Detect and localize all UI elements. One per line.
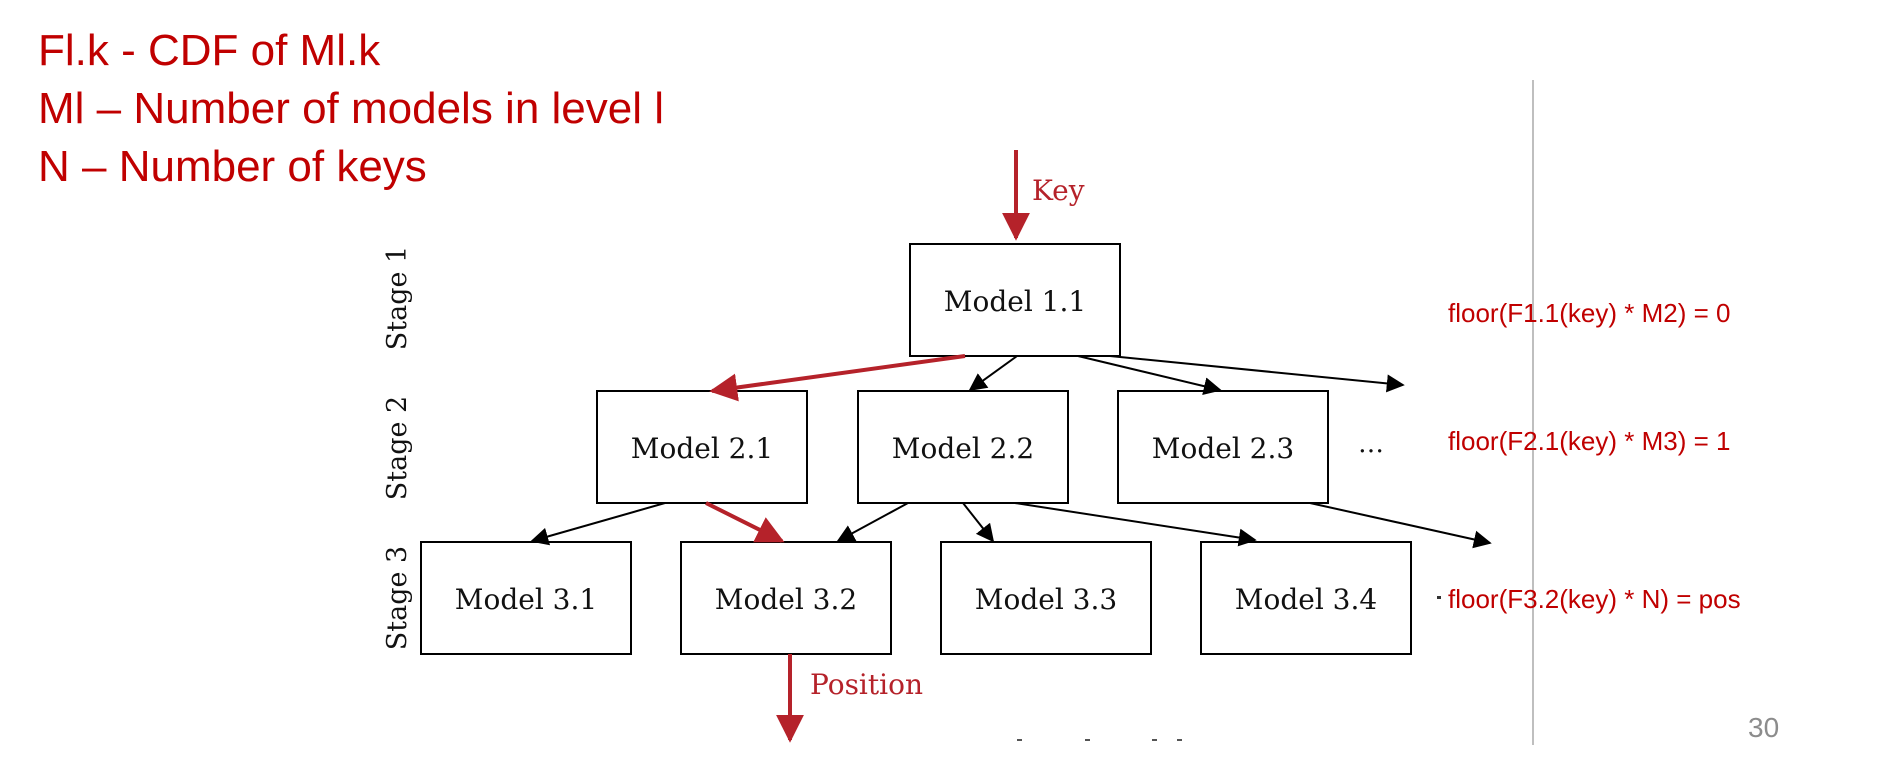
model-3-2: Model 3.2	[680, 541, 892, 655]
stage-1-label: Stage 1	[382, 246, 413, 350]
model-2-3-label: Model 2.3	[1152, 432, 1294, 465]
position-label: Position	[810, 668, 923, 701]
edge-2-1-to-3-2	[705, 501, 785, 543]
model-3-2-label: Model 3.2	[715, 583, 857, 616]
notation-legend: Fl.k - CDF of Ml.k Ml – Number of models…	[38, 22, 664, 196]
formula-stage-2: floor(F2.1(key) * M3) = 1	[1448, 426, 1730, 456]
edge-2-2-to-3-4	[1014, 502, 1257, 547]
model-2-1-label: Model 2.1	[631, 432, 773, 465]
edge-2-1-to-3-1	[530, 502, 666, 546]
page-number: 30	[1748, 712, 1780, 743]
edge-2-3-to-more	[1309, 502, 1492, 549]
stage-2-label: Stage 2	[382, 396, 413, 500]
stage-2-ellipsis: …	[1358, 429, 1384, 459]
legend-models-count: Ml – Number of models in level l	[38, 84, 665, 133]
edge-2-2-to-3-2	[836, 502, 909, 542]
model-2-3: Model 2.3	[1117, 390, 1329, 504]
model-2-2: Model 2.2	[857, 390, 1069, 504]
model-2-1: Model 2.1	[596, 390, 808, 504]
model-3-3-label: Model 3.3	[975, 583, 1117, 616]
model-2-2-label: Model 2.2	[892, 432, 1034, 465]
formula-stage-3: floor(F3.2(key) * N) = pos	[1448, 584, 1741, 614]
edge-1-1-to-more	[1109, 355, 1405, 393]
model-3-4-label: Model 3.4	[1235, 583, 1377, 616]
model-3-1-label: Model 3.1	[455, 583, 597, 616]
formula-3-lead-dot	[1437, 596, 1441, 599]
edge-1-1-to-2-2	[968, 355, 1018, 392]
key-label: Key	[1032, 174, 1085, 207]
formula-stage-1: floor(F1.1(key) * M2) = 0	[1448, 298, 1730, 328]
model-1-1: Model 1.1	[909, 243, 1121, 357]
model-1-1-label: Model 1.1	[944, 285, 1086, 318]
faint-marks	[1017, 739, 1182, 741]
legend-cdf: Fl.k - CDF of Ml.k	[38, 26, 381, 75]
legend-keys-count: N – Number of keys	[38, 142, 427, 191]
stage-3-label: Stage 3	[382, 546, 413, 650]
edge-1-1-to-2-3	[1077, 355, 1222, 395]
model-3-4: Model 3.4	[1200, 541, 1412, 655]
model-3-3: Model 3.3	[940, 541, 1152, 655]
edge-1-1-to-2-1	[709, 354, 966, 402]
model-3-1: Model 3.1	[420, 541, 632, 655]
edge-2-2-to-3-3	[962, 502, 995, 543]
